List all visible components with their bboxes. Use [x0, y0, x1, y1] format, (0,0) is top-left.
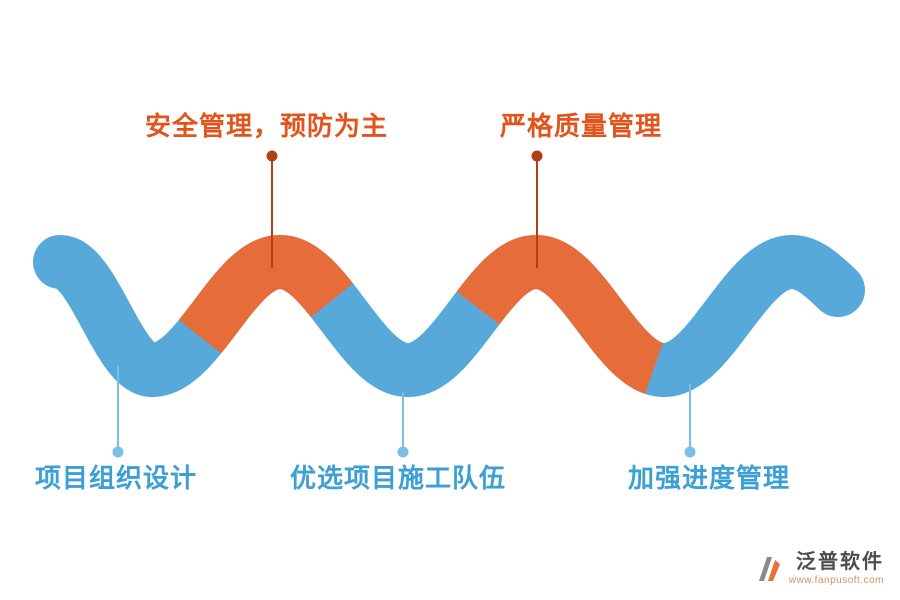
- wave-orange-2: [454, 235, 679, 395]
- bottom-callout-dot-3: [684, 446, 696, 458]
- logo-name: 泛普软件: [796, 551, 884, 573]
- top-callout-dot-2: [531, 150, 543, 162]
- callout-label-progress: 加强进度管理: [628, 463, 791, 493]
- callout-label-team: 优选项目施工队伍: [290, 463, 507, 493]
- logo-url: www.fanpusoft.com: [788, 575, 884, 586]
- bottom-callout-dot-2: [397, 446, 409, 458]
- callout-label-organization: 项目组织设计: [35, 463, 198, 493]
- top-callout-dot-1: [266, 150, 278, 162]
- wave-blue: [33, 235, 865, 397]
- fanpu-logo-icon: [758, 556, 780, 581]
- callout-label-quality: 严格质量管理: [500, 111, 663, 141]
- bottom-callout-dot-1: [112, 446, 124, 458]
- logo: 泛普软件 www.fanpusoft.com: [756, 551, 884, 586]
- wave-orange-1: [176, 235, 356, 360]
- callout-label-safety: 安全管理，预防为主: [145, 111, 389, 141]
